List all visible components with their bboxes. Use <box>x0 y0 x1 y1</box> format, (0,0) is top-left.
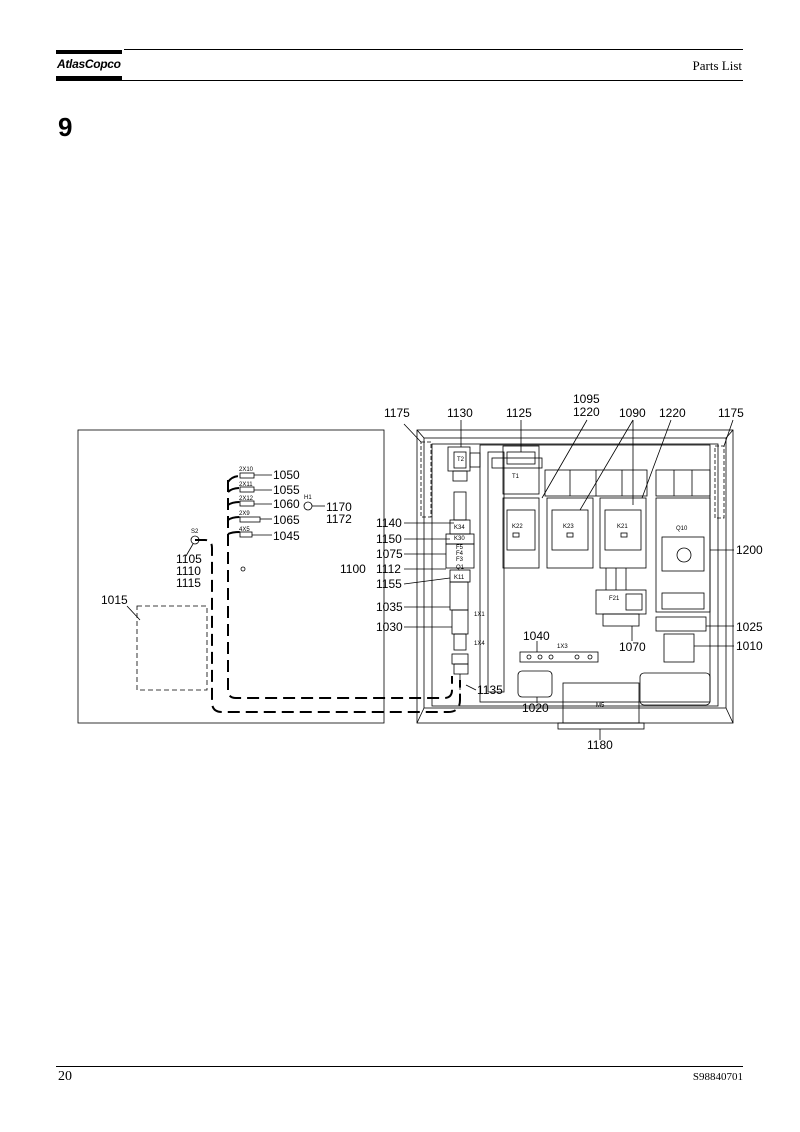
page-number: 20 <box>58 1069 72 1084</box>
label-k30: K30 <box>454 536 465 542</box>
label-2x10: 2X10 <box>239 467 254 473</box>
label-2x9: 2X9 <box>239 511 250 517</box>
callout-1180: 1180 <box>587 738 613 752</box>
cabinet-outline <box>416 429 734 724</box>
callout-1140: 1140 <box>376 516 402 530</box>
callout-1105: 1105 <box>176 552 202 566</box>
label-t2: T2 <box>457 457 465 463</box>
callout-1095: 1095 <box>573 392 600 406</box>
door-panel <box>77 429 385 724</box>
label-2x11: 2X11 <box>239 482 253 488</box>
label-q10: Q10 <box>676 526 688 532</box>
label-f5: F5 <box>456 545 464 551</box>
callout-1115: 1115 <box>176 576 201 590</box>
header-rule-top <box>124 49 743 50</box>
callout-1150: 1150 <box>376 532 402 546</box>
label-k22: K22 <box>512 524 523 530</box>
section-number: 9 <box>58 112 73 142</box>
label-2x12: 2X12 <box>239 496 254 502</box>
label-4x5: 4X5 <box>239 527 250 533</box>
callout-1050: 1050 <box>273 468 300 482</box>
label-f3: F3 <box>456 557 464 563</box>
callout-1070: 1070 <box>619 640 646 654</box>
callout-1175-right: 1175 <box>718 406 744 420</box>
label-t1: T1 <box>512 474 520 480</box>
label-s2: S2 <box>191 529 199 535</box>
brand-wordmark: AtlasCopco <box>57 57 121 71</box>
atlas-copco-logo <box>56 50 122 80</box>
callout-1045: 1045 <box>273 529 300 543</box>
callout-1020: 1020 <box>522 701 549 715</box>
callout-1090: 1090 <box>619 406 646 420</box>
callout-1055: 1055 <box>273 483 300 497</box>
document-number: S98840701 <box>692 1071 743 1083</box>
callout-1110: 1110 <box>176 564 201 578</box>
callout-1060: 1060 <box>273 497 300 511</box>
label-1x3: 1X3 <box>557 644 568 650</box>
callout-1172: 1172 <box>326 512 352 526</box>
callout-1175-left: 1175 <box>384 406 410 420</box>
callout-1025: 1025 <box>736 620 763 634</box>
label-f4: F4 <box>456 551 464 557</box>
callout-1035: 1035 <box>376 600 403 614</box>
callout-1170: 1170 <box>326 500 352 514</box>
footer-rule <box>56 1066 743 1067</box>
callout-1030: 1030 <box>376 620 403 634</box>
label-h1: H1 <box>304 495 312 501</box>
label-q1: Q1 <box>456 565 465 571</box>
label-1x1: 1X1 <box>474 612 485 618</box>
callout-1155: 1155 <box>376 577 402 591</box>
callout-1100: 1100 <box>340 562 366 576</box>
callout-1040: 1040 <box>523 629 550 643</box>
door-cutout <box>136 605 208 691</box>
callout-1112: 1112 <box>376 562 401 576</box>
label-k23: K23 <box>563 524 574 530</box>
callout-1065: 1065 <box>273 513 300 527</box>
callout-1075: 1075 <box>376 547 403 561</box>
header-rule-bottom <box>56 80 743 81</box>
callout-1015: 1015 <box>101 593 128 607</box>
callout-1200: 1200 <box>736 543 763 557</box>
callout-1220-b: 1220 <box>659 406 686 420</box>
label-k34: K34 <box>454 525 465 531</box>
callout-1220-a: 1220 <box>573 405 600 419</box>
callout-1135: 1135 <box>477 683 503 697</box>
label-1x4: 1X4 <box>474 641 485 647</box>
header-title: Parts List <box>692 58 742 73</box>
label-k11: K11 <box>454 575 465 581</box>
label-m5: M5 <box>596 703 605 709</box>
callout-1010: 1010 <box>736 639 763 653</box>
callout-1130: 1130 <box>447 406 473 420</box>
label-f21: F21 <box>609 596 620 602</box>
label-k21: K21 <box>617 524 628 530</box>
callout-1125: 1125 <box>506 406 532 420</box>
